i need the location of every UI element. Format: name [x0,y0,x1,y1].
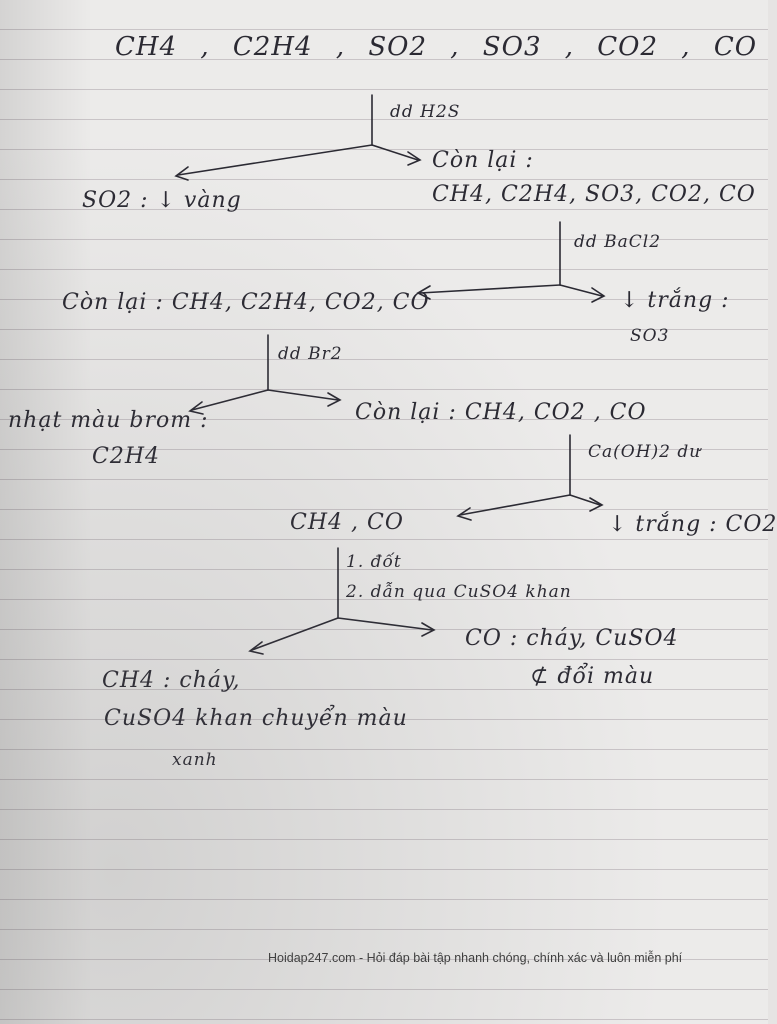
co-result-line2: ⊄ đổi màu [530,664,655,689]
remaining-label-1: Còn lại : [432,148,534,173]
so3-result-line1: ↓ trắng : [620,288,730,313]
so2-result: SO2 : ↓ vàng [82,188,242,213]
remaining-gases-3: Còn lại : CH4, CO2 , CO [355,400,647,425]
bromine-result-line1: nhạt màu brom : [8,408,209,433]
initial-gas-list: CH4 , C2H4 , SO2 , SO3 , CO2 , CO [115,32,758,62]
reagent-br2-label: dd Br2 [278,344,343,364]
site-watermark: Hoidap247.com - Hỏi đáp bài tập nhanh ch… [268,951,683,965]
remaining-gases-1: CH4, C2H4, SO3, CO2, CO [432,182,756,207]
remaining-gases-2: Còn lại : CH4, C2H4, CO2, CO [62,290,430,315]
bromine-result-line2: C2H4 [92,444,161,469]
procedure-step-2: 2. dẫn qua CuSO4 khan [346,582,572,602]
ch4-result-line2: CuSO4 khan chuyển màu [104,706,408,731]
ch4-result-line1: CH4 : cháy, [102,668,241,693]
co2-result: ↓ trắng : CO2 [608,512,777,537]
reagent-h2s-label: dd H2S [390,102,461,122]
co-result-line1: CO : cháy, CuSO4 [465,626,679,651]
so3-result-line2: SO3 [630,326,670,346]
ch4-result-line3: xanh [172,750,218,770]
reagent-caoh2-label: Ca(OH)2 dư [588,442,702,462]
remaining-gases-4: CH4 , CO [290,510,404,535]
reagent-bacl2-label: dd BaCl2 [574,232,662,252]
procedure-step-1: 1. đốt [346,552,402,572]
